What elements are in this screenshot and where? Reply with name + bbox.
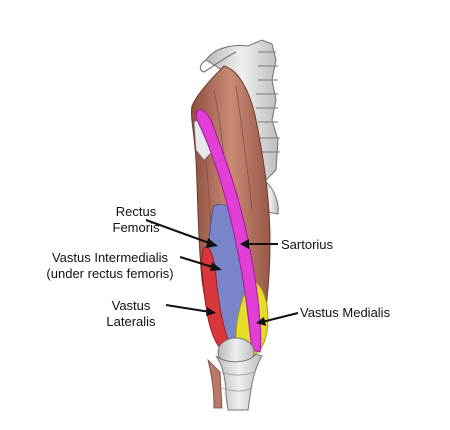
sartorius-label: Sartorius	[281, 237, 334, 252]
vastus-lateralis-label-line2: Lateralis	[106, 314, 156, 329]
vastus-intermedialis-label-line2: (under rectus femoris)	[46, 266, 174, 281]
vastus-intermedialis-label-line1: Vastus Intermedialis	[51, 250, 169, 265]
knee-lower-leg	[207, 337, 263, 411]
vastus-intermedialis-label: Vastus Intermedialis (under rectus femor…	[42, 250, 178, 282]
vastus-lateralis-label-line1: Vastus	[111, 298, 151, 313]
rectus-femoris-arrowhead	[206, 238, 218, 248]
pointer-lines	[145, 219, 299, 323]
rectus-femoris-pointer	[145, 219, 213, 245]
rectus-femoris-label-line1: Rectus	[115, 204, 157, 219]
vastus-intermedialis-arrowhead	[210, 262, 222, 271]
vastus-medialis-pointer	[261, 312, 299, 323]
vastus-medialis-label: Vastus Medialis	[300, 305, 391, 320]
pointer-heads	[206, 238, 266, 326]
vastus-lateralis-arrowhead	[206, 307, 216, 316]
vastus-lateralis-pointer	[165, 304, 211, 313]
rectus-femoris-label-line2: Femoris	[112, 220, 160, 235]
vastus-lateralis-label: Vastus Lateralis	[98, 298, 164, 330]
sartorius-arrowhead	[240, 239, 249, 249]
vastus-medialis-arrowhead	[256, 317, 266, 326]
vastus-intermedialis-pointer	[179, 256, 217, 269]
rectus-femoris-label: Rectus Femoris	[108, 204, 164, 236]
